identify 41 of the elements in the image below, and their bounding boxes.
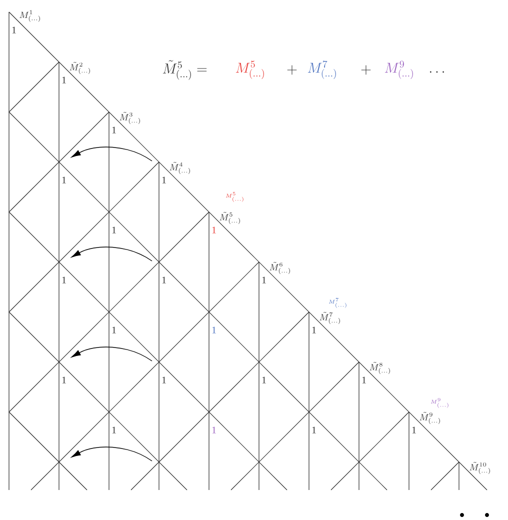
multiplicity-label: 1 xyxy=(62,376,66,384)
vertex-label: $\tilde{M}^{10}_{(\dots)}$ xyxy=(470,462,490,474)
multiplicity-label: 1 xyxy=(112,126,116,134)
multiplicity-label: 1 xyxy=(62,76,66,84)
multiplicity-label: 1 xyxy=(262,276,266,284)
multiplicity-label: 1 xyxy=(162,376,166,384)
multiplicity-label: 1 xyxy=(112,426,116,434)
multiplicity-label: 1 xyxy=(162,176,166,184)
vertex-label: $\tilde{M}^{7}_{(\dots)}$ xyxy=(320,312,340,324)
vertex-label: $\tilde{M}^{2}_{(\dots)}$ xyxy=(70,62,90,74)
multiplicity-label: 1 xyxy=(112,326,116,334)
summand-label: $M^{7}_{(\dots)}$ xyxy=(329,298,346,308)
multiplicity-label: 1 xyxy=(312,326,316,334)
multiplicity-label: 1 xyxy=(62,276,66,284)
vertex-label: $\tilde{M}^{6}_{(\dots)}$ xyxy=(270,262,290,274)
equation-term: $M^{9}_{(\dots)}$ xyxy=(384,60,413,80)
multiplicity-label: 1 xyxy=(362,376,366,384)
equation-term: $\dots$ xyxy=(430,71,444,73)
multiplicity-label: 1 xyxy=(212,226,216,234)
multiplicity-label: 1 xyxy=(212,326,216,334)
equation-term: $\tilde{M}^{5}_{(\dots)} =$ xyxy=(162,60,207,80)
equation-term: $M^{7}_{(\dots)}$ xyxy=(308,60,336,80)
summand-label: $M^{5}_{(\dots)}$ xyxy=(226,192,244,202)
multiplicity-label: 1 xyxy=(412,426,416,434)
multiplicity-label: 1 xyxy=(12,26,16,34)
vertex-label: $\tilde{M}^{5}_{(\dots)}$ xyxy=(220,212,240,224)
vertex-label: $\tilde{M}^{4}_{(\dots)}$ xyxy=(170,162,190,174)
vertex-label: $\tilde{M}^{9}_{(\dots)}$ xyxy=(420,412,440,424)
vertex-label: $M^{1}_{(\dots)}$ xyxy=(20,10,40,22)
multiplicity-label: 1 xyxy=(162,276,166,284)
equation-term: $+$ xyxy=(287,65,297,75)
vertex-label: $\tilde{M}^{3}_{(\dots)}$ xyxy=(120,112,140,124)
summand-label: $M^{9}_{(\dots)}$ xyxy=(431,398,448,408)
multiplicity-label: 1 xyxy=(62,176,66,184)
multiplicity-label: 1 xyxy=(212,426,216,434)
equation-term: $M^{5}_{(\dots)}$ xyxy=(236,60,264,80)
multiplicity-label: 1 xyxy=(112,226,116,234)
multiplicity-label: 1 xyxy=(262,376,266,384)
vertex-label: $\tilde{M}^{8}_{(\dots)}$ xyxy=(370,362,390,374)
equation-term: $+$ xyxy=(361,65,371,75)
multiplicity-label: 1 xyxy=(312,426,316,434)
